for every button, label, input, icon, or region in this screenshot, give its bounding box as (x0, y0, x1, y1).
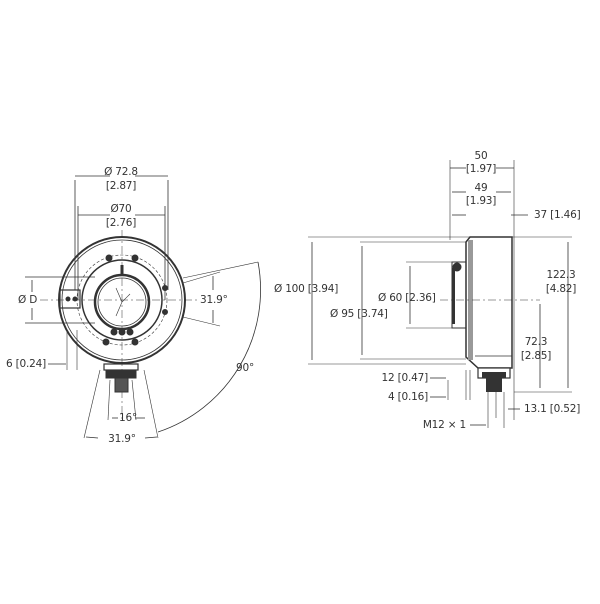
dim-height-total-inch: [4.82] (545, 283, 577, 295)
front-view-geometry (25, 175, 261, 439)
dim-outer-diameter: Ø 72.8 (104, 166, 138, 178)
dim-angle-bottom-inner: 16° (118, 412, 138, 424)
dim-shaft-diameter: Ø D (18, 294, 38, 306)
dim-height-center: 72.3 (524, 336, 548, 348)
dim-width-total-inch: [1.97] (465, 163, 497, 175)
dim-offset: 6 [0.24] (6, 358, 46, 370)
dim-height-total: 122.3 (546, 269, 576, 281)
dim-connector-offset: 13.1 [0.52] (524, 403, 581, 415)
dim-width-body: 49 (474, 182, 488, 194)
dim-inner-diameter-inch: [2.76] (105, 217, 137, 229)
dim-width-rear: 37 [1.46] (534, 209, 581, 221)
dim-flange-4: 4 [0.16] (388, 391, 428, 403)
dim-flange-12: 12 [0.47] (381, 372, 429, 384)
dim-outer-diameter-inch: [2.87] (105, 180, 137, 192)
side-view-geometry (308, 160, 572, 428)
dim-dia-60: Ø 60 [2.36] (378, 292, 436, 304)
dim-angle-right: 31.9° (200, 294, 228, 306)
dim-connector-thread: M12 × 1 (422, 419, 466, 431)
dim-inner-diameter: Ø70 (110, 203, 132, 215)
dim-angle-bottom-outer: 31.9° (108, 433, 136, 445)
dim-dia-100: Ø 100 [3.94] (274, 283, 339, 295)
dim-width-total: 50 (474, 150, 488, 162)
dim-height-center-inch: [2.85] (520, 350, 552, 362)
dim-dia-95: Ø 95 [3.74] (330, 308, 388, 320)
dim-angle-arc: 90° (236, 362, 255, 374)
dim-width-body-inch: [1.93] (465, 195, 497, 207)
